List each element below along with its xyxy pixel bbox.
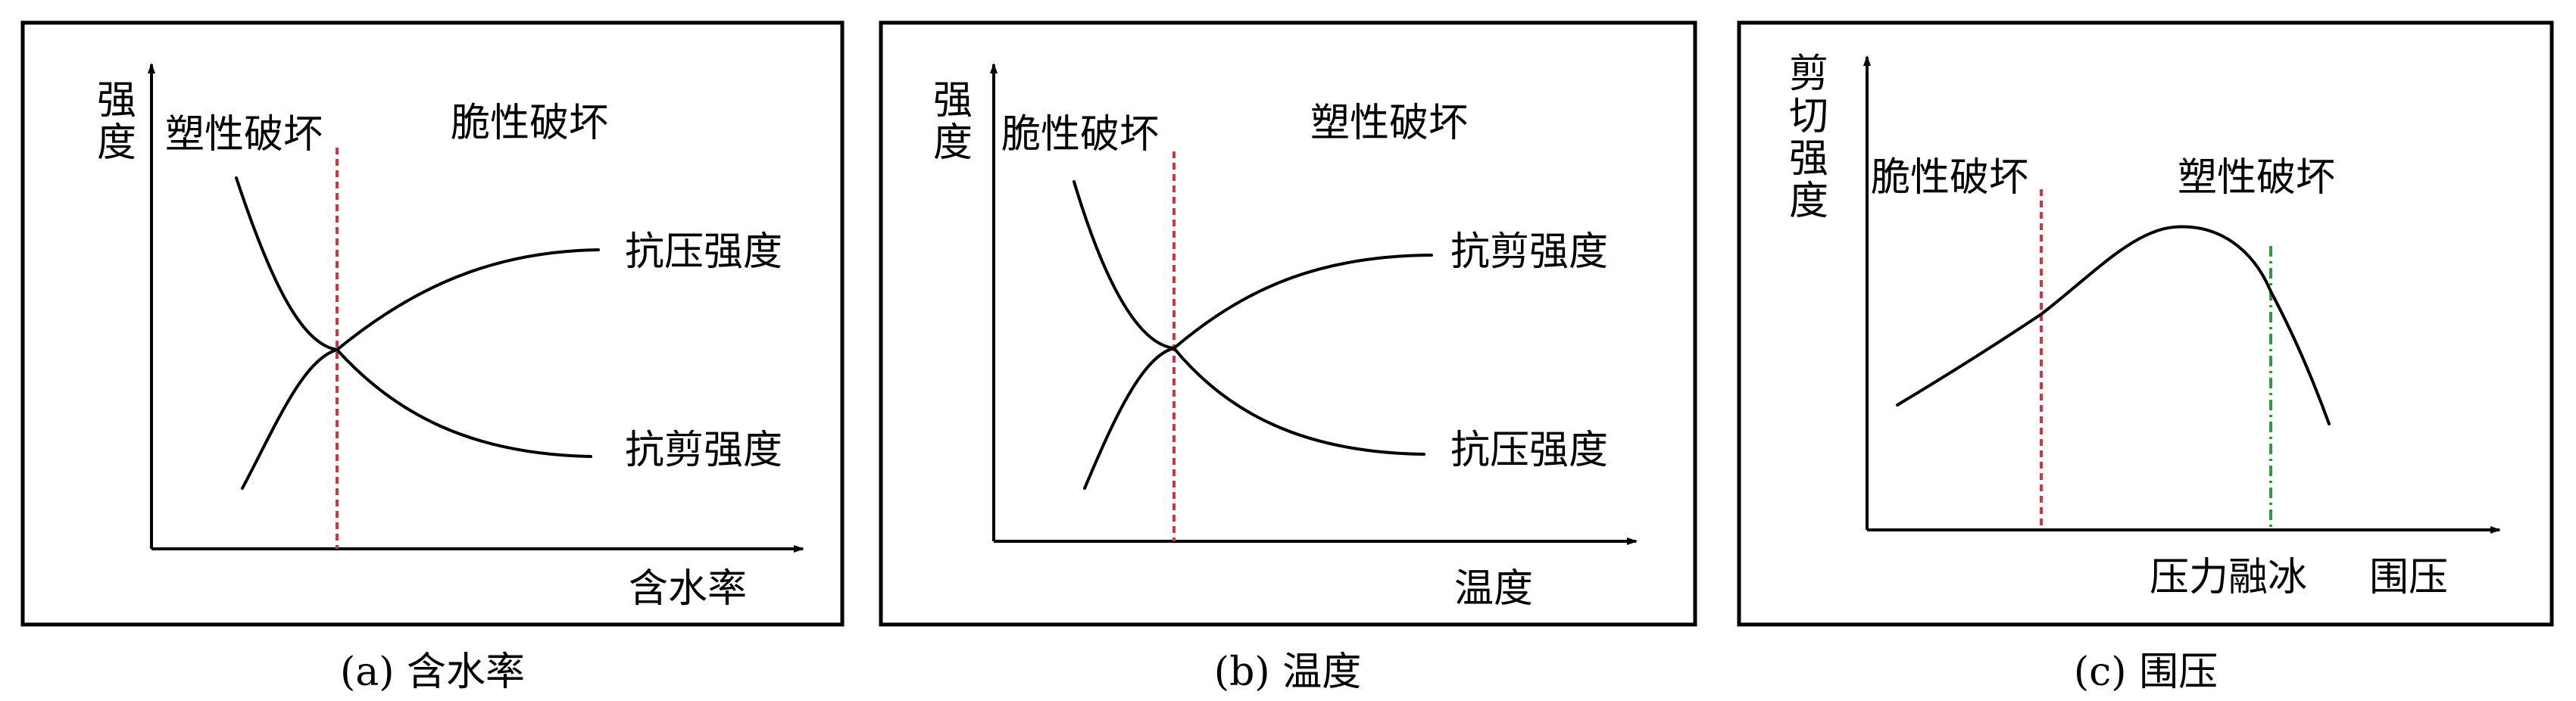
panel-b-frame <box>879 20 1697 627</box>
panel-a-rising-curve <box>241 248 600 490</box>
panel-a: 强度 含水率 塑性破坏 脆性破坏 抗压强度 抗剪强度 <box>20 20 845 627</box>
panel-c-region-right-label: 塑性破坏 <box>2178 155 2335 201</box>
panel-c-y-axis-label: 剪切强度 <box>1789 51 1828 224</box>
panel-a-x-axis-label: 含水率 <box>629 566 747 612</box>
panel-c-frame <box>1737 20 2554 627</box>
panel-c-caption: (c) 围压 <box>2074 650 2218 695</box>
panel-a-rising-curve-label: 抗压强度 <box>625 229 782 275</box>
panel-b-falling-curve-label: 抗压强度 <box>1450 428 1608 473</box>
panel-c-shear-strength-curve <box>1896 225 2331 425</box>
panel-b: 强度 温度 脆性破坏 塑性破坏 抗剪强度 抗压强度 <box>879 20 1697 627</box>
panel-a-frame <box>20 20 845 627</box>
panel-c-region-left-label: 脆性破坏 <box>1871 155 2028 201</box>
panel-b-rising-curve-label: 抗剪强度 <box>1450 229 1608 275</box>
panel-b-region-left-label: 脆性破坏 <box>1001 112 1159 157</box>
panel-a-y-axis-label: 强度 <box>97 78 136 166</box>
panel-a-falling-curve-label: 抗剪强度 <box>625 428 782 473</box>
panel-a-falling-curve <box>235 176 592 458</box>
panel-c: 剪切强度 围压 压力融冰 脆性破坏 塑性破坏 <box>1737 20 2554 627</box>
panel-c-x-axis-label: 围压 <box>2369 555 2448 600</box>
panel-b-caption: (b) 温度 <box>1214 650 1361 695</box>
panel-b-rising-curve <box>1083 254 1433 490</box>
panel-b-x-axis-label: 温度 <box>1454 566 1533 612</box>
panel-a-caption: (a) 含水率 <box>340 650 525 695</box>
panel-c-marker-label: 压力融冰 <box>2150 555 2307 600</box>
panel-b-y-axis-label: 强度 <box>933 78 973 166</box>
panel-b-region-right-label: 塑性破坏 <box>1310 101 1468 146</box>
panel-b-falling-curve <box>1073 180 1425 456</box>
panel-a-region-right-label: 脆性破坏 <box>451 101 608 146</box>
panel-a-region-left-label: 塑性破坏 <box>165 112 323 157</box>
